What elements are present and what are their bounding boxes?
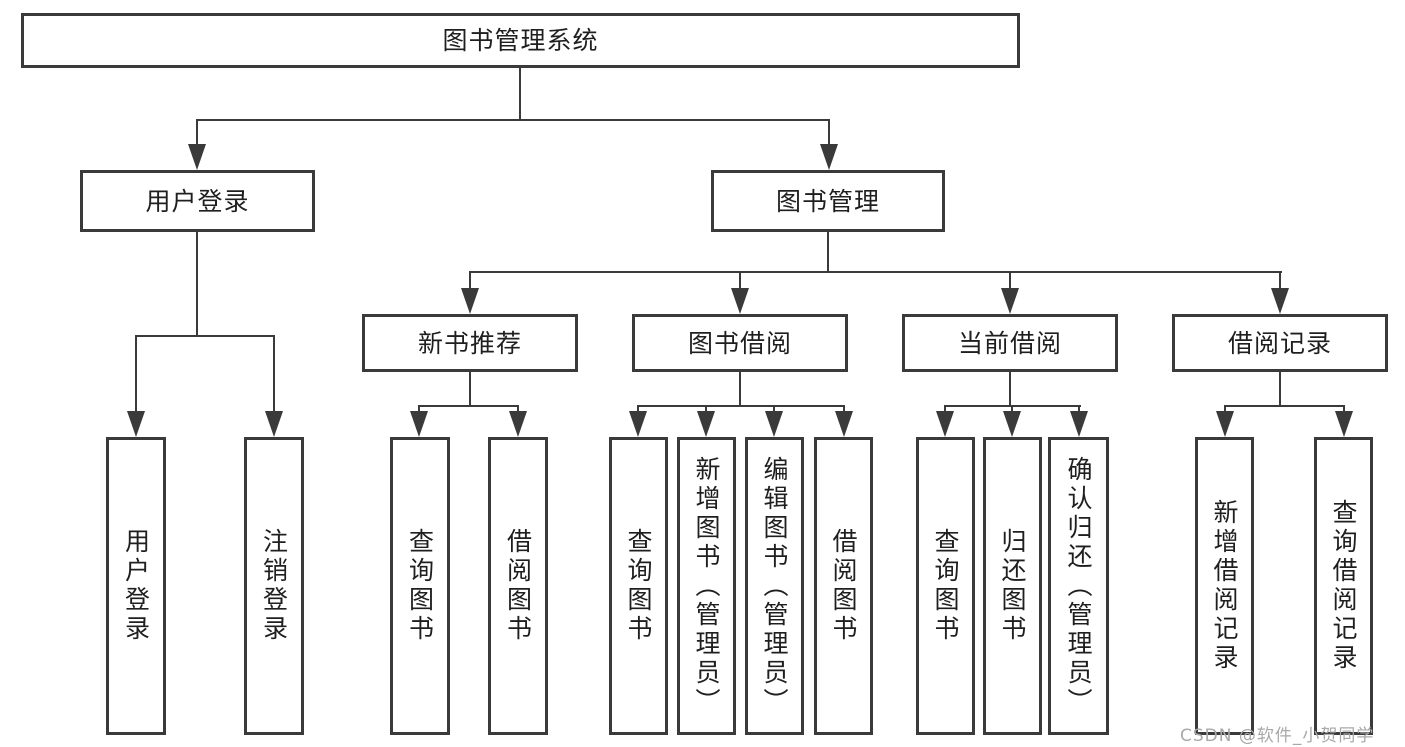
connector-level3-hline (469, 271, 1282, 273)
node-new-book-recommend: 新书推荐 (362, 314, 578, 372)
connector-book-management-stub (828, 119, 830, 146)
leaf-confirm-return-admin: 确认归还（管理员） (1048, 437, 1109, 735)
connector-records-hline (1224, 405, 1345, 407)
node-borrow-records: 借阅记录 (1172, 314, 1388, 372)
leaf-query-borrow-record-label: 查询借阅记录 (1329, 499, 1358, 673)
connector-recommend-hline (418, 405, 519, 407)
leaf-user-login: 用户登录 (106, 437, 166, 735)
connector-leaf-query-borrowing-stub (637, 405, 639, 413)
connector-borrow-records-stem (1279, 370, 1281, 407)
leaf-query-books-borrowing-label: 查询图书 (624, 528, 653, 644)
connector-user-login-hline (135, 335, 275, 337)
connector-borrowing-hline (637, 405, 845, 407)
node-book-management: 图书管理 (711, 170, 945, 232)
connector-leaf-logout-stub (273, 335, 275, 413)
connector-user-login-stem (196, 230, 198, 337)
arrowhead-current-borrowing (1001, 288, 1019, 314)
leaf-add-borrow-record-label: 新增借阅记录 (1210, 499, 1239, 673)
node-book-borrowing: 图书借阅 (632, 314, 848, 372)
leaf-user-login-label: 用户登录 (121, 528, 151, 644)
arrowhead-leaf-confirm-return (1070, 411, 1088, 437)
connector-leaf-query-current-stub (944, 405, 946, 413)
connector-book-management-stem (827, 230, 829, 273)
connector-leaf-return-book-stub (1011, 405, 1013, 413)
node-root-label: 图书管理系统 (442, 26, 599, 55)
leaf-borrow-books-recommend-label: 借阅图书 (503, 528, 533, 644)
leaf-add-book-admin-label: 新增图书（管理员） (692, 455, 721, 717)
arrowhead-leaf-borrow-recommend (509, 411, 527, 437)
arrowhead-leaf-user-login (127, 411, 145, 437)
connector-root-stem (519, 66, 521, 119)
node-borrow-records-label: 借阅记录 (1227, 328, 1332, 358)
arrowhead-leaf-add-record (1216, 411, 1234, 437)
leaf-query-books-borrowing: 查询图书 (609, 437, 668, 735)
arrowhead-leaf-query-record (1335, 411, 1353, 437)
connector-new-book-recommend-stem (469, 370, 471, 407)
arrowhead-book-borrowing (731, 288, 749, 314)
connector-current-borrowing-stem (1009, 370, 1011, 407)
arrowhead-leaf-logout (265, 411, 283, 437)
leaf-edit-book-admin-label: 编辑图书（管理员） (760, 455, 789, 717)
leaf-query-books-current: 查询图书 (916, 437, 975, 735)
connector-current-borrowing-stub (1009, 271, 1011, 290)
arrowhead-user-login (188, 144, 206, 170)
leaf-logout-label: 注销登录 (259, 528, 289, 644)
connector-borrow-records-stub (1279, 271, 1281, 290)
connector-leaf-edit-book-stub (773, 405, 775, 413)
node-root: 图书管理系统 (21, 13, 1020, 68)
leaf-query-books-recommend: 查询图书 (390, 437, 450, 735)
arrowhead-new-book-recommend (461, 288, 479, 314)
connector-user-login-stub (196, 119, 198, 146)
node-book-borrowing-label: 图书借阅 (687, 328, 792, 358)
connector-leaf-add-book-stub (705, 405, 707, 413)
node-user-login: 用户登录 (80, 170, 315, 232)
connector-leaf-borrow-recommend-stub (517, 405, 519, 413)
connector-leaf-user-login-stub (135, 335, 137, 413)
leaf-confirm-return-admin-label: 确认归还（管理员） (1064, 455, 1093, 717)
leaf-borrow-books-recommend: 借阅图书 (488, 437, 548, 735)
leaf-edit-book-admin: 编辑图书（管理员） (745, 437, 804, 735)
connector-book-borrowing-stem (739, 370, 741, 407)
leaf-query-books-recommend-label: 查询图书 (405, 528, 435, 644)
arrowhead-leaf-edit-book (765, 411, 783, 437)
leaf-return-book-label: 归还图书 (998, 528, 1027, 644)
leaf-add-borrow-record: 新增借阅记录 (1195, 437, 1254, 735)
leaf-add-book-admin: 新增图书（管理员） (677, 437, 736, 735)
leaf-query-books-current-label: 查询图书 (931, 528, 960, 644)
connector-book-borrowing-stub (739, 271, 741, 290)
connector-leaf-query-recommend-stub (418, 405, 420, 413)
connector-leaf-borrow-books-stub (843, 405, 845, 413)
arrowhead-leaf-borrow-books (835, 411, 853, 437)
connector-leaf-add-record-stub (1224, 405, 1226, 413)
leaf-logout: 注销登录 (244, 437, 304, 735)
connector-leaf-confirm-return-stub (1078, 405, 1080, 413)
arrowhead-leaf-query-borrowing (629, 411, 647, 437)
node-current-borrowing-label: 当前借阅 (957, 328, 1062, 358)
connector-level2-hline (196, 119, 830, 121)
arrowhead-borrow-records (1271, 288, 1289, 314)
watermark: CSDN @软件_小贺同学 (1180, 726, 1375, 746)
arrowhead-leaf-query-recommend (410, 411, 428, 437)
node-book-management-label: 图书管理 (775, 186, 880, 216)
arrowhead-book-management (820, 144, 838, 170)
connector-new-book-recommend-stub (469, 271, 471, 290)
arrowhead-leaf-return-book (1003, 411, 1021, 437)
arrowhead-leaf-add-book (697, 411, 715, 437)
leaf-return-book: 归还图书 (983, 437, 1042, 735)
arrowhead-leaf-query-current (936, 411, 954, 437)
node-user-login-label: 用户登录 (145, 186, 250, 216)
leaf-query-borrow-record: 查询借阅记录 (1314, 437, 1373, 735)
node-current-borrowing: 当前借阅 (902, 314, 1118, 372)
leaf-borrow-books: 借阅图书 (814, 437, 873, 735)
leaf-borrow-books-label: 借阅图书 (829, 528, 858, 644)
node-new-book-recommend-label: 新书推荐 (417, 328, 522, 358)
connector-leaf-query-record-stub (1343, 405, 1345, 413)
